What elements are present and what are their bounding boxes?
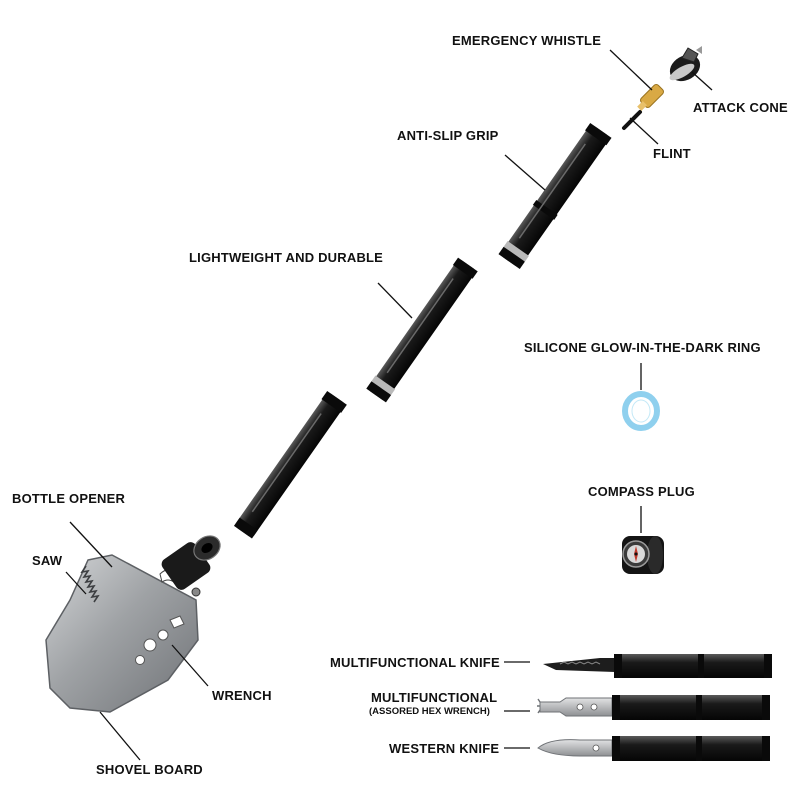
compass-plug: [622, 536, 664, 574]
label-lightweight-durable: LIGHTWEIGHT AND DURABLE: [189, 250, 384, 265]
label-compass-plug: COMPASS PLUG: [588, 484, 695, 499]
label-multifunctional-sub: (ASSORED HEX WRENCH): [369, 706, 490, 717]
wrench-hole: [143, 638, 157, 652]
wrench-hole: [157, 629, 169, 641]
leader-lines: [65, 49, 713, 761]
label-bottle-opener: BOTTLE OPENER: [12, 491, 126, 506]
label-western-knife: WESTERN KNIFE: [389, 741, 500, 756]
label-flint: FLINT: [653, 146, 691, 161]
band: [503, 240, 529, 262]
band: [371, 375, 396, 396]
western-knife-tool: [537, 736, 770, 761]
emergency-whistle: [637, 84, 664, 111]
label-anti-slip-grip: ANTI-SLIP GRIP: [397, 128, 499, 143]
label-silicone-ring: SILICONE GLOW-IN-THE-DARK RING: [524, 340, 761, 355]
label-wrench: WRENCH: [212, 688, 272, 703]
label-attack-cone: ATTACK CONE: [693, 100, 788, 115]
label-saw: SAW: [32, 553, 63, 568]
multifunctional-hex-wrench-tool: [537, 695, 770, 720]
handle-tube-grip: [498, 123, 612, 269]
label-multifunctional: MULTIFUNCTIONAL: [371, 690, 498, 705]
handle-tube-lower: [233, 390, 347, 539]
multifunctional-knife-tool: [543, 654, 772, 678]
handle-tube-middle: [366, 257, 478, 403]
hinge-nut: [161, 535, 221, 597]
attack-cone: [669, 46, 702, 82]
silicone-ring: [622, 391, 660, 431]
label-shovel-board: SHOVEL BOARD: [96, 762, 203, 777]
saw-teeth: [80, 565, 100, 603]
shovel-board: [45, 554, 199, 713]
wrench-hole: [135, 655, 145, 665]
label-multifunctional-knife: MULTIFUNCTIONAL KNIFE: [330, 655, 500, 670]
label-emergency-whistle: EMERGENCY WHISTLE: [452, 33, 602, 48]
